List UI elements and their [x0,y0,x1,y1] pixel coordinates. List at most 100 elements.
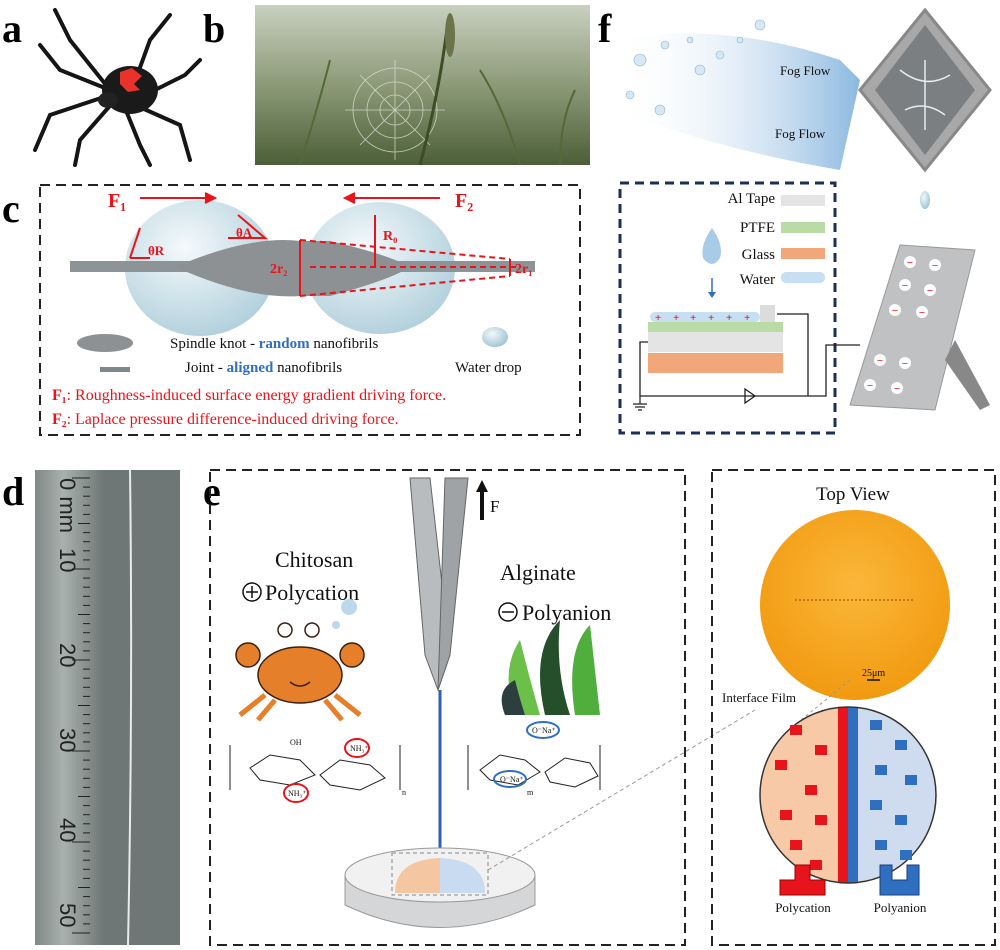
swatch-water [781,272,825,283]
scale-bar-label: 25μm [862,668,885,679]
swatch-al-tape [781,195,825,206]
svg-text:−: − [907,257,913,269]
f2-description: F₂: Laplace pressure difference-induced … [52,411,399,428]
svg-text:−: − [919,307,925,319]
minus-circle-icon [498,602,518,622]
legend-water: Water [740,272,775,288]
panel-label-d: d [2,469,24,514]
svg-text:−: − [894,383,900,395]
ground-icon [633,396,647,411]
top-view-panel: Top View 25μm Interface Film Polycation … [711,469,996,946]
legend-glass: Glass [742,247,775,263]
polymer-block [905,775,917,785]
plus-charge: + [690,312,696,324]
panel-label-b: b [203,6,225,51]
f1-description: F₁: Roughness-induced surface energy gra… [52,387,446,404]
polycation-block-icon [779,864,826,896]
panel-label-e: e [203,469,221,514]
two-r1-label: 2r₁ [515,262,532,277]
svg-text:−: − [892,305,898,317]
nh3-label-1: NH₃⁺ [350,744,369,753]
nh3-label-2: NH₃⁺ [288,789,307,798]
panel-label-a: a [2,6,22,51]
force-f1-label: F₁ [108,190,126,212]
spider-illustration [33,8,202,167]
fog-flow-label-1: Fog Flow [780,63,831,78]
polymer-block [805,785,817,795]
diode-icon [744,387,757,405]
alginate-structure [467,721,601,790]
force-f2-label: F₂ [455,190,473,212]
legend-joint: Joint - aligned nanofibrils [185,360,342,376]
water-drop-icon [702,228,721,264]
legend-ptfe: PTFE [740,220,775,236]
force-f-label: F [490,497,499,516]
fog-flow-illustration: Fog Flow Fog Flow [615,7,992,209]
panel-d-ruler-photo: 0 mm 10 20 30 40 50 [35,469,180,946]
ona-label-2: O⁻Na⁺ [500,775,524,784]
panel-e-spinning: F Chitosan Polycation Alginate Polyanion [209,469,756,946]
svg-text:−: − [902,358,908,370]
polyanion-block-icon [879,864,920,896]
svg-text:−: − [902,280,908,292]
plus-charge: + [708,312,714,324]
swatch-ptfe [781,222,825,233]
top-view-title: Top View [816,484,890,505]
polymer-block [790,840,802,850]
subscript-n: n [402,788,406,797]
polymer-block [875,765,887,775]
polymer-block [790,725,802,735]
polymer-block [815,745,827,755]
two-r2-label: 2r₂ [270,262,287,277]
ona-label-1: O⁻Na⁺ [532,726,556,735]
crab-illustration [235,622,365,722]
polymer-block [810,860,822,870]
ruler-tick-40: 40 [55,818,80,842]
ruler-tick-30: 30 [55,728,80,752]
polymer-block [780,810,792,820]
plus-charge: + [673,312,679,324]
polymer-block [895,815,907,825]
polymer-block [895,740,907,750]
polymer-block [900,850,912,860]
theta-a-label: θA [236,225,253,240]
panel-c-fiber-diagram: F₁ F₂ θR θA R₀ 2r₂ 2r₁ Spindle knot - ra… [39,184,581,436]
oh-label: OH [290,738,302,747]
svg-text:−: − [867,380,873,392]
theta-r-label: θR [148,243,165,258]
polycation-legend: Polycation [775,900,831,915]
swatch-glass [781,248,825,259]
interface-zoom-circle [759,706,937,884]
polymer-block [815,815,827,825]
svg-text:−: − [927,285,933,297]
legend-al-tape: Al Tape [728,191,776,207]
plus-circle-icon [242,582,262,602]
polycation-label: Polycation [265,580,359,605]
tilted-panel: −− −− −− −− −− [849,244,990,411]
panel-label-f: f [598,6,612,51]
chitosan-label: Chitosan [275,547,353,572]
subscript-m: m [527,788,534,797]
alginate-label: Alginate [500,560,576,585]
panel-label-c: c [2,186,20,231]
plus-charge: + [726,312,732,324]
chitosan-structure [229,738,401,803]
plus-charge: + [655,312,661,324]
panel-f-circuit: Al Tape PTFE Glass Water + + + + + + [618,181,990,435]
grass-web-photo [255,5,590,166]
svg-text:−: − [932,260,938,272]
top-view-micrograph [760,510,950,700]
ruler-tick-50: 50 [55,903,80,927]
fog-flow-label-2: Fog Flow [775,126,826,141]
petri-dish [344,847,536,928]
polyanion-legend: Polyanion [874,900,927,915]
polymer-block [870,720,882,730]
r0-label: R₀ [383,229,397,244]
ruler-unit: 0 mm [55,478,80,533]
legend-spindle-knot: Spindle knot - random nanofibrils [170,336,378,352]
ruler-tick-20: 20 [55,643,80,667]
seaweed-illustration [501,620,600,715]
polymer-block [775,760,787,770]
legend-water-drop: Water drop [455,360,522,376]
